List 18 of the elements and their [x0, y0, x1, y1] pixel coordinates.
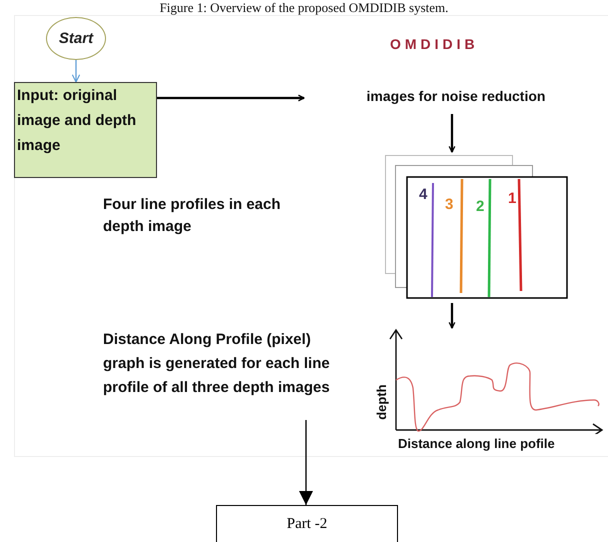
- description-text: Four line profiles in each depth image: [103, 195, 282, 237]
- arrow: [299, 420, 313, 505]
- profile-number: 4: [419, 186, 428, 204]
- step-text: images for noise reduction: [352, 88, 560, 110]
- profile-number: 3: [445, 196, 454, 214]
- arrow: [448, 114, 456, 153]
- profile-number: 1: [508, 190, 518, 208]
- profile-number: 2: [476, 198, 486, 216]
- arrow: [157, 94, 305, 102]
- figure-title: Figure 1: Overview of the proposed OMDIDIB system.: [158, 0, 450, 16]
- system-name: OMDIDIB: [390, 36, 480, 53]
- arrow: [72, 60, 80, 83]
- description-text: Distance Along Profile (pixel) graph is generated for each line profile of all three depth images: [103, 330, 331, 398]
- process-box: Part -2: [216, 505, 398, 542]
- axis-label: Distance along line pofile: [398, 436, 556, 452]
- arrow: [448, 303, 456, 329]
- axis-label: depth: [374, 383, 390, 420]
- input-box: Input: original image and depth image: [14, 82, 157, 178]
